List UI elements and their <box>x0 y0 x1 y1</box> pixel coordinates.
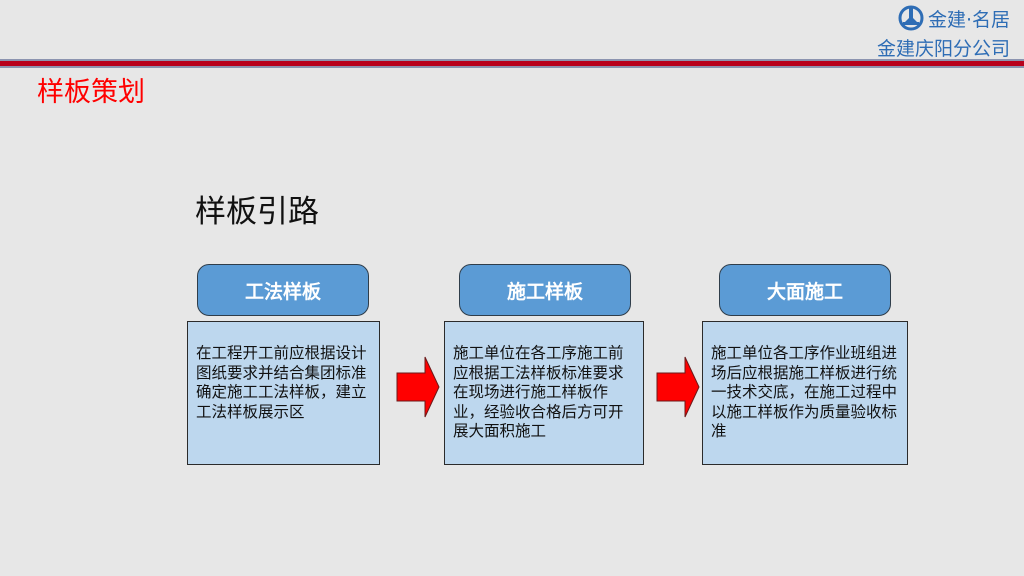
header-divider-bar <box>0 59 1024 68</box>
company-logo: 金建·名居 金建庆阳分公司 <box>877 4 1010 61</box>
step-1-body: 在工程开工前应根据设计图纸要求并结合集团标准确定施工工法样板，建立工法样板展示区 <box>187 321 380 465</box>
sub-title: 样板引路 <box>195 194 319 230</box>
company-name: 金建庆阳分公司 <box>876 38 1010 60</box>
right-arrow-icon <box>656 356 700 418</box>
step-3-header: 大面施工 <box>719 264 891 316</box>
section-title: 样板策划 <box>37 77 145 108</box>
step-1-header: 工法样板 <box>197 264 369 316</box>
right-arrow-icon <box>396 356 440 418</box>
step-3-body: 施工单位各工序作业班组进场后应根据施工样板进行统一技术交底，在施工过程中以施工样… <box>702 321 908 465</box>
step-2-body: 施工单位在各工序施工前应根据工法样板标准要求在现场进行施工样板作业，经验收合格后… <box>444 321 644 465</box>
company-logo-icon <box>898 5 924 31</box>
logo-brand-row: 金建·名居 <box>877 4 1010 32</box>
brand-name: 金建·名居 <box>927 8 1010 31</box>
step-2-header: 施工样板 <box>459 264 631 316</box>
